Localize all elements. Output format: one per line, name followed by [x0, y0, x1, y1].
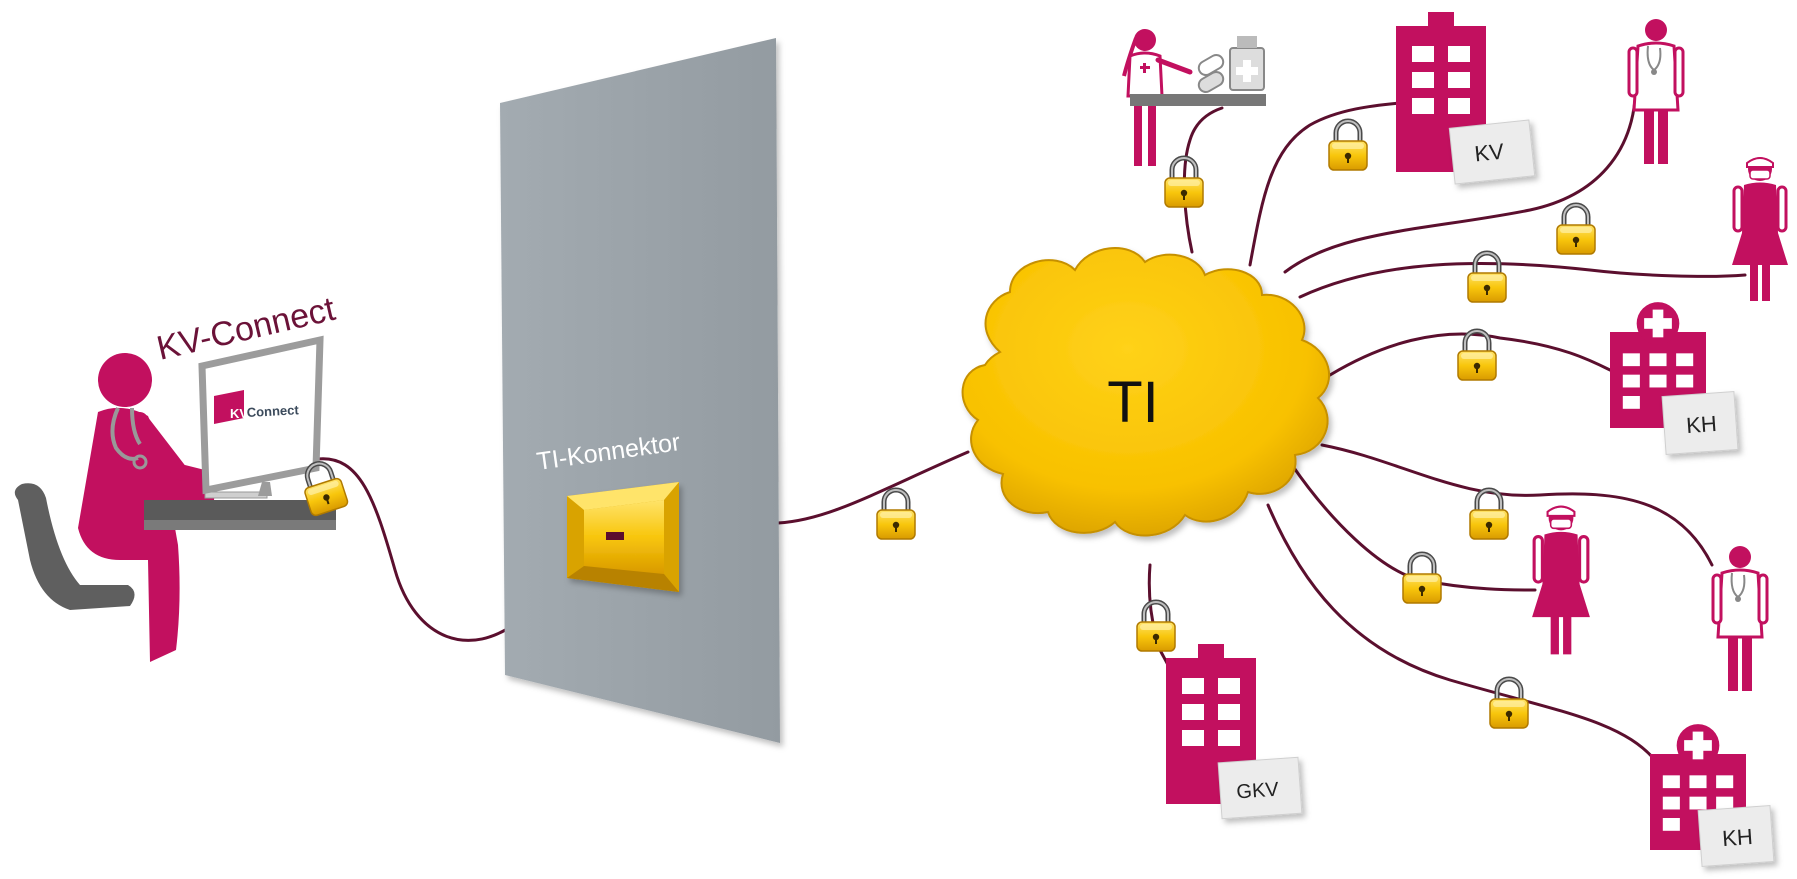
padlock-icon — [1329, 121, 1367, 170]
doctor-icon-bottom — [1711, 545, 1769, 693]
ti-konnektor-box — [567, 482, 679, 592]
kh-tag-1: KH — [1685, 411, 1717, 438]
surgeon-icon-bottom — [1530, 503, 1592, 656]
wire-surgeon-top — [1298, 261, 1747, 299]
gkv-building-icon: GKV — [1166, 644, 1303, 820]
screen-logo-connect: Connect — [246, 402, 299, 420]
wire-doctor-bottom — [1320, 443, 1714, 567]
ti-wall — [500, 38, 780, 743]
screen-logo-kv: KV — [230, 406, 248, 421]
hospital-icon-bottom: KH — [1650, 724, 1775, 867]
kv-building-icon: KV — [1396, 12, 1536, 185]
doctor-at-computer-icon: KV Connect — [14, 335, 336, 662]
doctor-icon-top — [1627, 18, 1685, 166]
ti-cloud — [961, 247, 1331, 537]
gkv-tag: GKV — [1236, 779, 1280, 804]
wire-doctor-top — [1283, 98, 1637, 274]
surgeon-icon-top — [1730, 155, 1790, 303]
padlock-icon — [1458, 331, 1496, 380]
wire-hospital-top — [1328, 332, 1612, 377]
padlock-icon — [877, 490, 915, 539]
hospital-icon-top: KH — [1610, 302, 1739, 455]
padlock-icon — [1403, 554, 1441, 603]
pharmacy-icon — [1122, 29, 1266, 166]
padlock-icon — [1137, 602, 1175, 651]
kv-tag: KV — [1473, 139, 1505, 167]
wire-wall-to-cloud — [776, 450, 970, 525]
kh-tag-2: KH — [1721, 824, 1753, 851]
padlock-icon — [1557, 205, 1595, 254]
padlock-icon — [1468, 253, 1506, 302]
wire-hospital-bottom — [1266, 503, 1657, 762]
wire-kv — [1248, 101, 1402, 267]
cloud-label: TI — [1107, 370, 1159, 435]
padlock-icon — [1470, 490, 1508, 539]
padlock-icon — [1490, 679, 1528, 728]
wire-pharmacy — [1182, 106, 1224, 254]
